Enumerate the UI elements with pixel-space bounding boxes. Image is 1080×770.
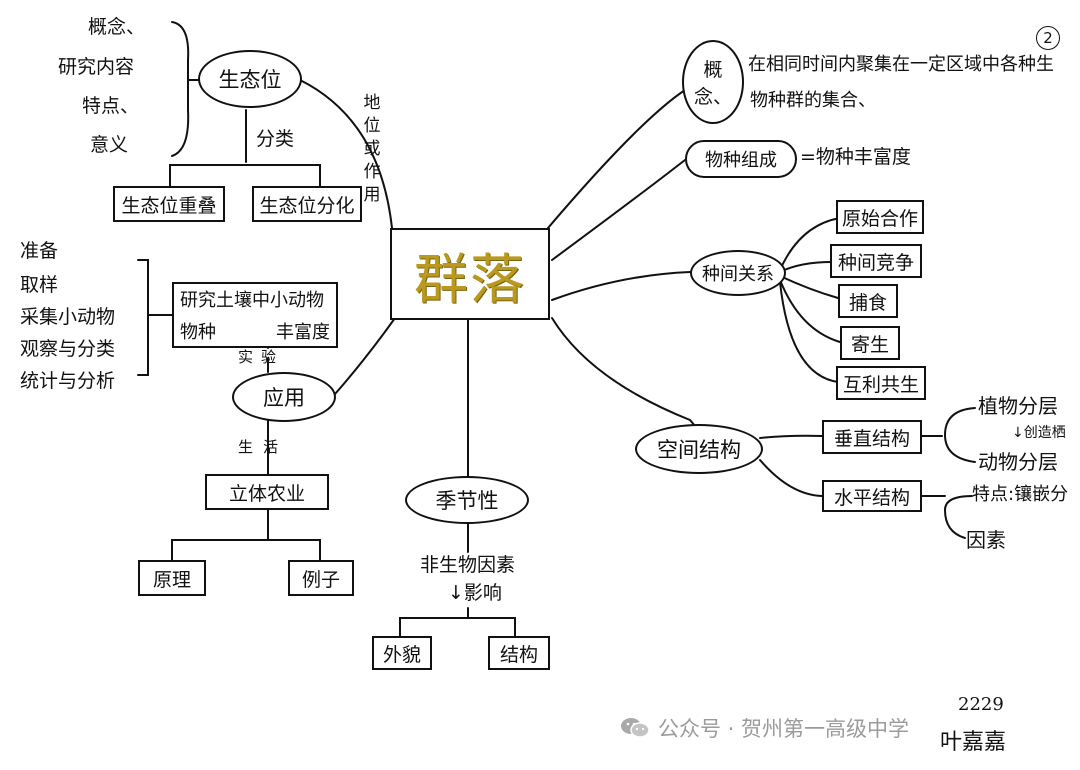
center-topic: 群落 bbox=[414, 247, 526, 311]
niche-overlap-box: 生态位重叠 bbox=[113, 186, 225, 222]
relation-item: 捕食 bbox=[848, 291, 887, 314]
concept-title: 概念、 bbox=[693, 59, 732, 108]
plant-layer: 植物分层 bbox=[978, 394, 1058, 418]
page-number: 2 bbox=[1036, 26, 1060, 50]
research-line-2a: 物种 bbox=[180, 322, 216, 343]
experiment-label: 实验 bbox=[238, 348, 285, 366]
agri-title: 立体农业 bbox=[228, 482, 305, 505]
footer-watermark: 公众号 · 贺州第一高级中学 bbox=[620, 710, 1060, 746]
relations-node: 种间关系 bbox=[690, 250, 786, 296]
signature-number: 2229 bbox=[958, 694, 1004, 715]
space-node: 空间结构 bbox=[635, 424, 763, 474]
niche-item: 概念、 bbox=[88, 16, 146, 38]
arrow-note: ↓创造栖 bbox=[1012, 425, 1066, 441]
signature-name: 叶嘉嘉 bbox=[940, 730, 1007, 755]
relation-box: 捕食 bbox=[838, 284, 898, 318]
season-out-structure: 结构 bbox=[499, 643, 538, 666]
niche-link-label: 地位或作用 bbox=[363, 93, 381, 205]
vertical-structure: 垂直结构 bbox=[833, 427, 910, 450]
page-number-text: 2 bbox=[1043, 29, 1053, 47]
niche-bracket bbox=[171, 21, 190, 157]
niche-title: 生态位 bbox=[218, 68, 282, 92]
horizontal-factors: 因素 bbox=[966, 528, 1006, 552]
composition-desc: =物种丰富度 bbox=[800, 146, 911, 168]
relation-box: 寄生 bbox=[840, 326, 900, 360]
niche-classify-label: 分类 bbox=[256, 128, 295, 150]
concept-line-2: 物种群的集合、 bbox=[750, 90, 876, 111]
research-step: 取样 bbox=[20, 274, 59, 296]
relation-item: 原始合作 bbox=[841, 207, 918, 230]
season-effect: ↓影响 bbox=[448, 582, 502, 604]
concept-line-1: 在相同时间内聚集在一定区域中各种生 bbox=[748, 54, 1054, 75]
horizontal-structure: 水平结构 bbox=[833, 486, 910, 509]
space-title: 空间结构 bbox=[657, 438, 741, 462]
niche-item: 特点、 bbox=[82, 95, 140, 117]
concept-link bbox=[547, 89, 686, 229]
relation-box: 种间竞争 bbox=[830, 244, 922, 278]
niche-link bbox=[299, 79, 393, 229]
principle-text: 原理 bbox=[152, 568, 191, 591]
example-box: 例子 bbox=[288, 560, 354, 596]
season-title: 季节性 bbox=[435, 489, 499, 513]
relation-item: 种间竞争 bbox=[837, 251, 914, 274]
season-factor: 非生物因素 bbox=[420, 554, 516, 576]
season-out-appearance: 外貌 bbox=[382, 643, 421, 666]
research-line-1: 研究土壤中小动物 bbox=[180, 290, 324, 311]
example-text: 例子 bbox=[301, 568, 340, 591]
composition-title: 物种组成 bbox=[705, 150, 777, 171]
relation-item: 寄生 bbox=[850, 333, 889, 356]
research-step: 采集小动物 bbox=[20, 306, 116, 328]
concept-node: 概念、 bbox=[682, 40, 744, 124]
season-out-box: 结构 bbox=[488, 636, 550, 670]
research-step: 准备 bbox=[20, 240, 59, 262]
vertical-structure-box: 垂直结构 bbox=[822, 420, 922, 454]
center-topic-box: 群落 bbox=[390, 228, 550, 320]
application-title: 应用 bbox=[263, 386, 305, 410]
niche-overlap: 生态位重叠 bbox=[121, 194, 217, 217]
relation-box: 互利共生 bbox=[836, 366, 926, 400]
composition-node: 物种组成 bbox=[685, 140, 797, 178]
research-step: 观察与分类 bbox=[20, 338, 116, 360]
principle-box: 原理 bbox=[138, 560, 206, 596]
niche-node: 生态位 bbox=[198, 50, 302, 108]
research-line-2b: 丰富度 bbox=[276, 322, 330, 343]
research-step: 统计与分析 bbox=[20, 370, 116, 392]
animal-layer: 动物分层 bbox=[978, 450, 1058, 474]
niche-division-box: 生态位分化 bbox=[252, 186, 362, 222]
research-line-2: 物种 丰富度 bbox=[180, 318, 330, 344]
research-box: 研究土壤中小动物 物种 丰富度 bbox=[172, 282, 338, 348]
niche-division: 生态位分化 bbox=[259, 194, 355, 217]
relation-item: 互利共生 bbox=[842, 373, 919, 396]
horizontal-structure-box: 水平结构 bbox=[822, 480, 922, 512]
relation-box: 原始合作 bbox=[836, 200, 924, 234]
season-out-box: 外貌 bbox=[372, 636, 432, 670]
application-node: 应用 bbox=[232, 372, 336, 422]
horizontal-feature: 特点:镶嵌分 bbox=[972, 484, 1069, 505]
footer-text: 公众号 · 贺州第一高级中学 bbox=[658, 717, 910, 741]
niche-item: 意义 bbox=[90, 134, 129, 156]
wechat-icon bbox=[621, 718, 650, 738]
life-label: 生活 bbox=[238, 438, 289, 456]
relations-title: 种间关系 bbox=[702, 264, 774, 285]
agri-box: 立体农业 bbox=[205, 474, 329, 510]
niche-item: 研究内容 bbox=[58, 56, 135, 78]
season-node: 季节性 bbox=[405, 476, 529, 524]
